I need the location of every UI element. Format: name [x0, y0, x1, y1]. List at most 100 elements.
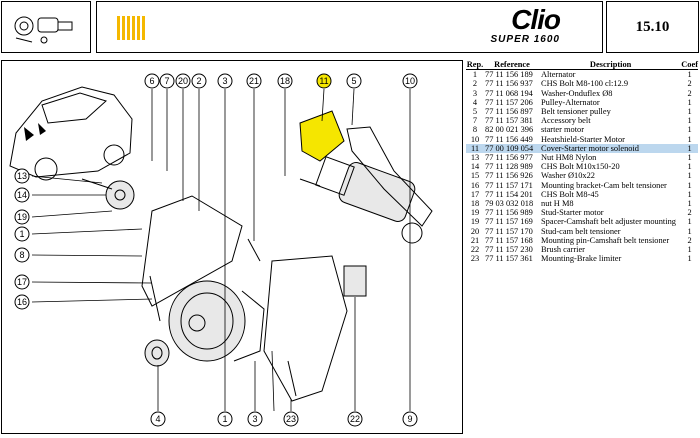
header-title-box: Clio SUPER 1600	[96, 1, 603, 53]
svg-text:17: 17	[17, 277, 27, 287]
callout-3: 3	[217, 73, 233, 89]
cell-reference: 77 11 157 171	[485, 180, 533, 190]
logo-text: Clio	[511, 4, 561, 35]
parts-table-header: Rep. Reference Description Coef	[466, 60, 698, 71]
cell-description: Alternator	[541, 70, 576, 80]
cell-qty: 1	[687, 107, 692, 117]
cell-reference: 77 11 068 194	[485, 88, 533, 98]
cell-description: Accessory belt	[541, 116, 591, 126]
bolt-drawing	[149, 275, 161, 322]
svg-text:21: 21	[249, 76, 259, 86]
callout-22: 22	[347, 411, 363, 427]
cell-qty: 1	[687, 189, 692, 199]
cell-qty: 1	[687, 97, 692, 107]
cell-qty: 1	[687, 153, 692, 163]
cell-reference: 77 11 128 989	[485, 162, 533, 172]
callout-16: 16	[14, 294, 30, 310]
callout-1: 1	[14, 226, 30, 242]
callout-14: 14	[14, 187, 30, 203]
solenoid-cover-drawing	[299, 110, 345, 162]
cell-reference: 77 11 157 170	[485, 226, 533, 236]
svg-text:5: 5	[351, 76, 356, 86]
callout-19: 19	[14, 209, 30, 225]
page-number: 15.10	[606, 1, 699, 53]
svg-text:9: 9	[407, 414, 412, 424]
callout-8: 8	[14, 247, 30, 263]
exploded-parts-diagram: 6 7 20 2 3 21 18 11 5 10 13 14 19 1 8 17…	[1, 60, 463, 434]
bolt-2-drawing	[247, 238, 261, 262]
svg-text:20: 20	[178, 76, 188, 86]
cell-description: Heatshield-Starter Motor	[541, 134, 625, 144]
cell-rep: 13	[470, 153, 480, 163]
cell-description: Washer-Onduflex Ø8	[541, 88, 613, 98]
svg-text:13: 13	[17, 171, 27, 181]
svg-text:10: 10	[405, 76, 415, 86]
callout-18: 18	[277, 73, 293, 89]
svg-text:4: 4	[155, 414, 160, 424]
starter-motor-drawing	[315, 156, 423, 244]
cell-qty: 1	[687, 125, 692, 135]
cell-reference: 77 11 156 897	[485, 107, 533, 117]
cell-rep: 23	[470, 254, 480, 264]
svg-text:16: 16	[17, 297, 27, 307]
cell-qty: 1	[687, 162, 692, 172]
cell-reference: 77 11 157 230	[485, 245, 533, 255]
svg-text:19: 19	[17, 212, 27, 222]
cell-rep: 14	[470, 162, 480, 172]
header-engine-icon-box	[1, 1, 91, 53]
callout-6: 6	[144, 73, 160, 89]
cell-qty: 2	[687, 79, 692, 89]
callout-5: 5	[346, 73, 362, 89]
cell-rep: 21	[470, 235, 480, 245]
heatshield-drawing	[346, 126, 433, 227]
svg-text:7: 7	[164, 76, 169, 86]
callout-1-bottom: 1	[217, 411, 233, 427]
svg-text:1: 1	[19, 229, 24, 239]
alternator-drawing	[168, 280, 265, 362]
stripes-icon	[117, 16, 145, 40]
cell-rep: 22	[470, 245, 480, 255]
svg-text:23: 23	[286, 414, 296, 424]
callout-7: 7	[159, 73, 175, 89]
cell-rep: 2	[472, 79, 478, 89]
cell-reference: 79 03 032 018	[485, 199, 534, 209]
callout-10: 10	[402, 73, 418, 89]
stud-drawing	[299, 178, 321, 187]
cell-description: Washer Ø10x22	[541, 171, 595, 181]
diagram-svg: 6 7 20 2 3 21 18 11 5 10 13 14 19 1 8 17…	[9, 73, 433, 427]
svg-text:6: 6	[149, 76, 154, 86]
cell-reference: 77 11 156 937	[485, 79, 533, 89]
col-description: Description	[540, 60, 682, 71]
cell-description: Mounting-Brake limiter	[541, 254, 622, 264]
accessory-belt-drawing	[141, 195, 243, 307]
cell-reference: 77 00 109 054	[484, 143, 540, 154]
callout-20: 20	[175, 73, 191, 89]
cell-qty: 1	[687, 199, 692, 209]
alternator-pulley-drawing	[144, 339, 170, 367]
svg-text:14: 14	[17, 190, 27, 200]
brush-carrier-drawing	[343, 265, 367, 297]
bolt-3-drawing	[287, 360, 297, 397]
svg-text:3: 3	[252, 414, 257, 424]
